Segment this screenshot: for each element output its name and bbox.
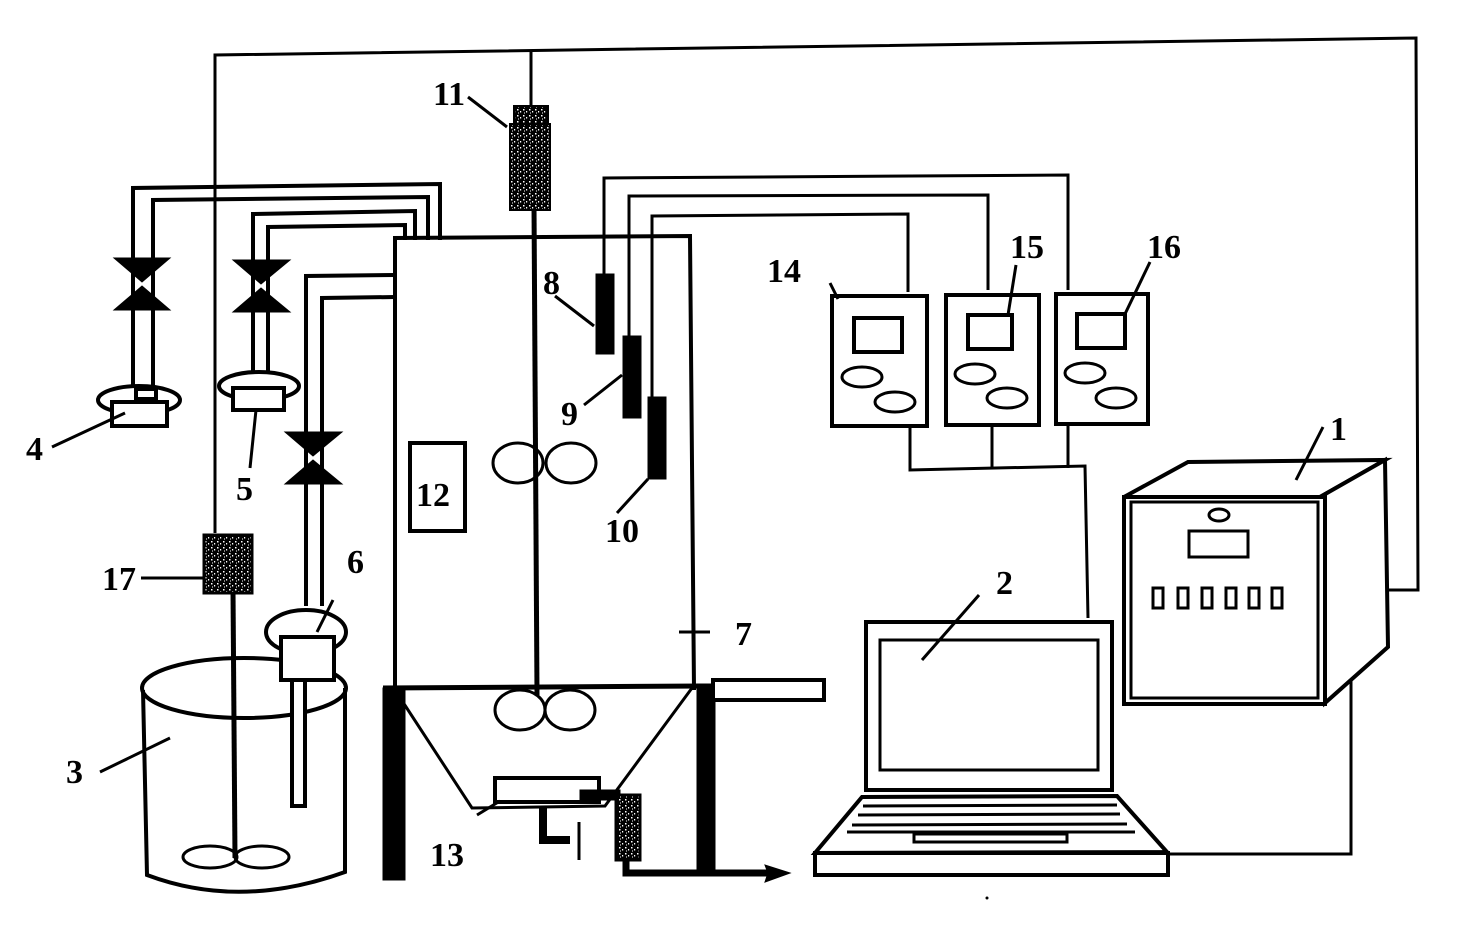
distributor-13	[493, 776, 792, 883]
label-2: 2	[996, 565, 1013, 602]
speck	[985, 896, 989, 900]
pump-4	[96, 384, 182, 428]
label-16: 16	[1147, 229, 1181, 266]
stirrer-motor-17	[202, 533, 254, 595]
probe-8	[595, 273, 615, 355]
label-8: 8	[543, 265, 560, 302]
tank-3	[140, 589, 348, 894]
label-13: 13	[430, 837, 464, 874]
stirrer-motor-11	[509, 105, 551, 211]
meter-15	[944, 293, 1041, 427]
label-9: 9	[561, 396, 578, 433]
label-3: 3	[66, 754, 83, 791]
probe-wiring	[602, 173, 1070, 398]
valve-icon	[112, 257, 172, 311]
label-11: 11	[433, 76, 465, 113]
laptop-2	[810, 620, 1172, 877]
label-14: 14	[767, 253, 801, 290]
label-6: 6	[347, 544, 364, 581]
valve-icon	[283, 431, 344, 485]
probe-9	[622, 335, 642, 419]
label-4: 4	[26, 431, 43, 468]
laptop-to-cabinet-cable	[1168, 643, 1353, 856]
meter-14	[830, 294, 929, 428]
label-7: 7	[735, 616, 752, 653]
control-cabinet-1	[1122, 456, 1393, 708]
reactor-7	[382, 204, 826, 881]
pump-5	[217, 370, 301, 412]
label-12: 12	[416, 477, 450, 514]
label-5: 5	[236, 471, 253, 508]
label-10: 10	[605, 513, 639, 550]
label-1: 1	[1330, 411, 1347, 448]
label-17: 17	[102, 561, 136, 598]
label-15: 15	[1010, 229, 1044, 266]
control-wiring-top	[213, 36, 1420, 592]
meter-16	[1054, 292, 1150, 426]
probe-10	[647, 396, 667, 480]
valve-icon	[231, 259, 292, 313]
pump-6	[264, 608, 348, 682]
meter-bus	[908, 426, 1090, 619]
leader-lines	[51, 95, 1325, 817]
